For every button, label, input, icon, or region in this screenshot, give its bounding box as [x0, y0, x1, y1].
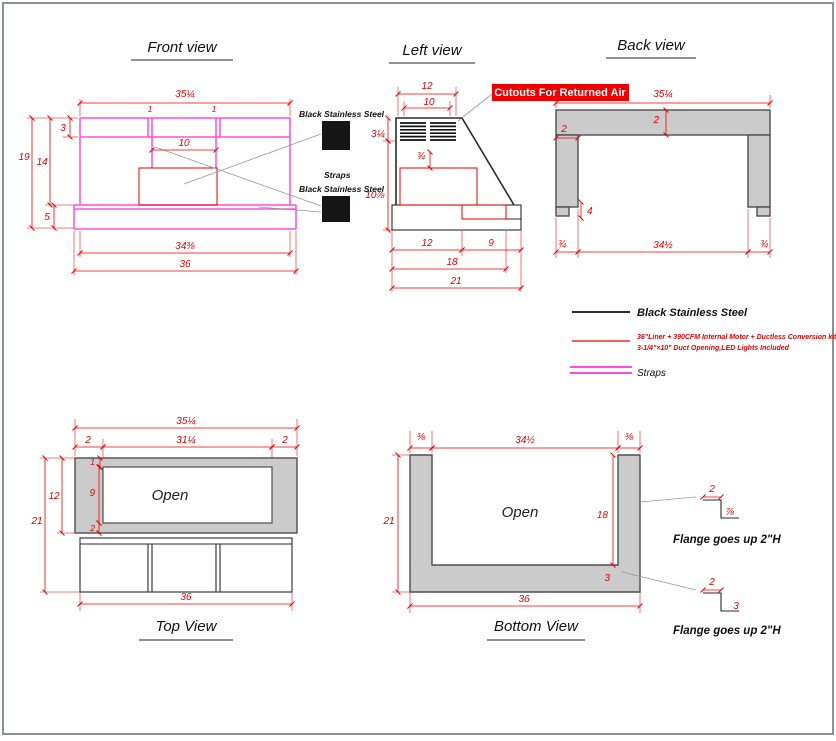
vent-louvers-left [400, 122, 426, 141]
flange-bottom-dim-3-label: 3 [733, 601, 739, 612]
back-dim-inner-width-label: 34½ [653, 240, 673, 251]
flange-top-caption: Flange goes up 2"H [673, 534, 781, 546]
top-dim-21-label: 21 [30, 516, 42, 527]
front-dim-band-label: 3 [60, 123, 66, 134]
back-dim-band-label: 2 [652, 115, 659, 126]
front-note-straps: Straps [324, 170, 351, 180]
top-dim-9-label: 9 [89, 488, 95, 499]
front-note-steel-bottom: Black Stainless Steel [299, 184, 385, 194]
flange-bottom-dim-2-label: 2 [708, 577, 715, 588]
bottom-view-title: Bottom View [494, 618, 579, 635]
front-view-title: Front view [147, 39, 217, 56]
bottom-dim-21-label: 21 [382, 516, 394, 527]
back-view-title: Back view [617, 37, 686, 54]
bottom-dim-38-right-label: ⅜ [625, 432, 634, 443]
top-open-label: Open [152, 487, 189, 504]
flange-detail-top: 2 ⅞ Flange goes up 2"H [639, 484, 781, 546]
cutouts-banner-leader [457, 93, 493, 122]
left-dim-10-78-label: 10⅞ [365, 190, 385, 201]
legend-straps-label: Straps [637, 368, 666, 379]
cutouts-banner-label: Cutouts For Returned Air [494, 87, 626, 99]
top-view-title: Top View [156, 618, 218, 635]
top-dim-2-right-label: 2 [281, 435, 288, 446]
cutouts-banner [492, 84, 629, 101]
left-dim-12-top-label: 12 [421, 81, 433, 92]
bottom-open-label: Open [502, 504, 539, 521]
back-shape [555, 109, 771, 217]
left-dimensions: 12 10 3¼ ¾ 10⅞ 12 9 18 21 [365, 81, 524, 292]
top-dim-31-label: 31¼ [176, 434, 195, 446]
left-view-title: Left view [402, 42, 462, 59]
top-dim-36-label: 36 [180, 592, 192, 603]
front-dim-seg-left-label: 1 [148, 104, 153, 114]
front-view: Front view [18, 39, 385, 275]
bottom-u-frame [409, 454, 641, 593]
back-dimensions: 35¼ 2 2 4 ¾ 34½ ¾ [553, 88, 773, 258]
top-dim-2-left-label: 2 [84, 435, 91, 446]
front-dim-width-label: 35¼ [175, 88, 194, 100]
front-dim-seg-right-label: 1 [212, 104, 217, 114]
back-dim-width-label: 35¼ [653, 88, 672, 100]
back-dim-foot-height-label: 4 [587, 206, 593, 217]
left-dim-9-label: 9 [488, 238, 494, 249]
left-profile [391, 117, 522, 231]
legend-liner-label-2: 3-1/4"×10" Duct Opening,LED Lights Inclu… [637, 345, 790, 352]
front-material-callouts: Black Stainless Steel Straps Black Stain… [299, 109, 385, 222]
back-dim-foot-right-label: ¾ [760, 239, 768, 250]
front-dim-body-label: 14 [36, 157, 48, 168]
left-dim-12-bottom-label: 12 [421, 238, 433, 249]
flange-top-dim-78-label: ⅞ [726, 507, 735, 518]
bottom-dim-34-label: 34½ [515, 435, 535, 446]
left-view: Left view Cutouts For Returned Air [365, 42, 629, 292]
flange-detail-bottom: 2 3 Flange goes up 2"H [621, 571, 781, 637]
front-dim-inner-width-label: 34⅜ [175, 241, 195, 252]
front-liner-box [138, 167, 218, 206]
front-dimensions: 35¼ 1 1 3 14 19 5 10 34⅜ 36 [18, 88, 299, 275]
vent-louvers-right [430, 122, 456, 141]
top-dim-1-label: 1 [90, 457, 95, 467]
bottom-dim-38-left-label: ⅜ [417, 432, 426, 443]
top-dim-35-label: 35¼ [176, 415, 195, 427]
legend-steel-label: Black Stainless Steel [637, 307, 748, 319]
flange-top-dim-2-label: 2 [708, 484, 715, 495]
back-dim-foot-left-label: ¾ [558, 239, 566, 250]
bottom-view: ⅜ 34½ ⅜ Open 21 18 3 36 Bottom View 2 ⅞ … [382, 431, 781, 641]
bottom-dim-36-label: 36 [518, 594, 530, 605]
left-dim-10-top-label: 10 [423, 97, 435, 108]
front-leader-lines [154, 133, 322, 213]
front-dim-total-height-label: 19 [18, 152, 30, 163]
left-duct-cutout [461, 204, 507, 220]
top-lower-cabinet [79, 537, 293, 593]
left-dim-18-label: 18 [446, 257, 458, 268]
left-dim-3-14-label: 3¼ [371, 128, 385, 140]
bottom-dim-18-label: 18 [597, 510, 609, 521]
back-view: Back view 35¼ 2 2 4 [553, 37, 773, 258]
front-dim-liner-label: 10 [178, 138, 190, 149]
legend: Black Stainless Steel 36"Liner + 390CFM … [570, 307, 836, 379]
flange-top-leader [639, 496, 697, 503]
flange-bottom-leader [621, 571, 697, 591]
left-dim-21-label: 21 [449, 276, 461, 287]
left-liner-box [399, 167, 478, 206]
steel-swatch-bottom [322, 196, 350, 222]
back-dim-leg-label: 2 [560, 124, 567, 135]
front-hood-outline [73, 117, 297, 230]
front-note-steel-top: Black Stainless Steel [299, 109, 385, 119]
front-dim-outer-width-label: 36 [179, 259, 191, 270]
top-dim-2-bottom-label: 2 [89, 523, 95, 533]
steel-swatch-top [322, 121, 350, 150]
legend-liner-label-1: 36"Liner + 390CFM Internal Motor + Ductl… [637, 334, 836, 341]
front-dim-base-label: 5 [44, 212, 50, 223]
top-view: 35¼ 31¼ 2 2 Open 1 9 12 21 2 36 Top View [30, 415, 300, 641]
top-opening [102, 466, 273, 524]
top-dim-12-label: 12 [48, 491, 60, 502]
left-dim-3-4-label: ¾ [417, 151, 425, 162]
bottom-dim-3-label: 3 [604, 573, 610, 584]
flange-bottom-caption: Flange goes up 2"H [673, 625, 781, 637]
